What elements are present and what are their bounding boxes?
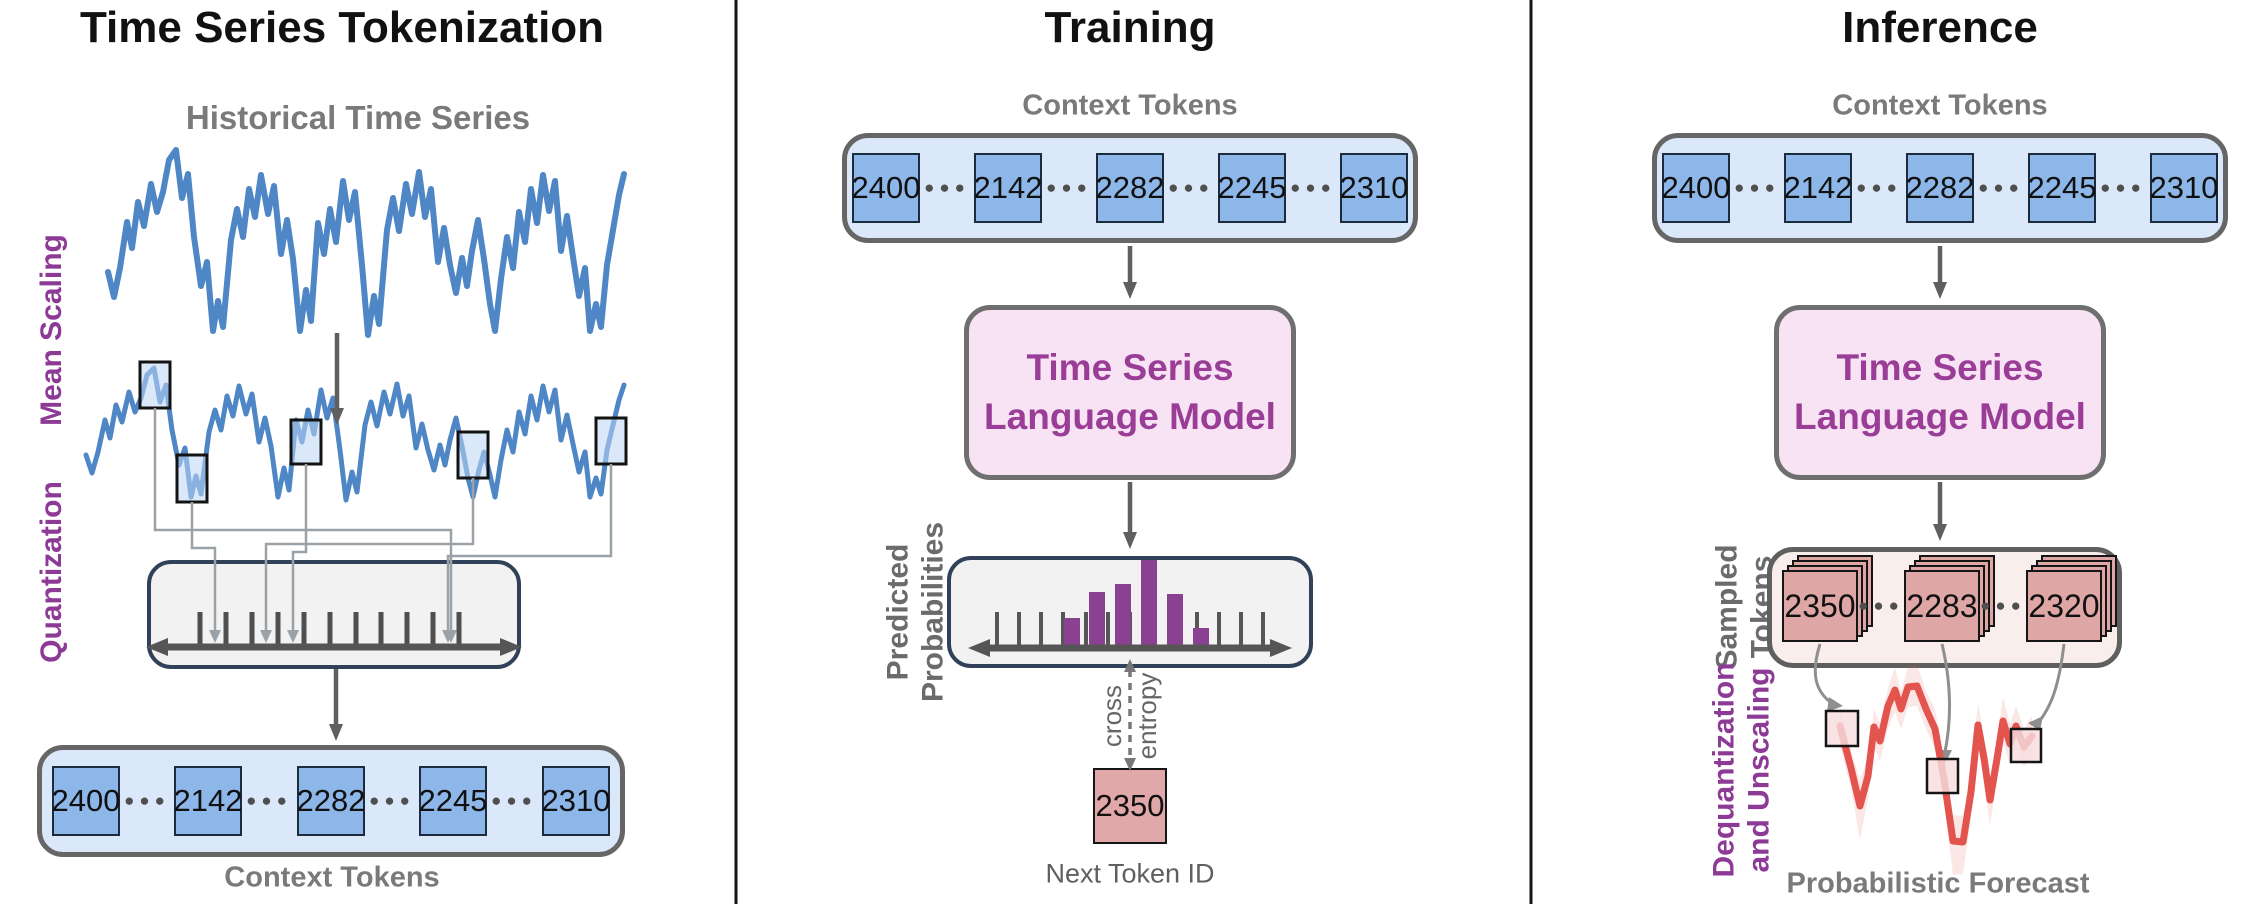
ellipsis-dots: ●●● [1290, 178, 1336, 197]
quantization-box [147, 560, 521, 669]
context-tokens-label-training: Context Tokens [1022, 89, 1238, 122]
context-tokens-label-left: Context Tokens [224, 861, 440, 894]
ellipsis-dots: ●●● [1734, 178, 1780, 197]
panel-title-training: Training [1044, 3, 1216, 52]
context-token: 2400 [852, 153, 920, 223]
context-token: 2245 [419, 766, 487, 836]
panel-title-tokenization: Time Series Tokenization [79, 3, 605, 52]
ellipsis-dots: ●●● [1856, 178, 1902, 197]
cross-entropy-label: cross entropy [1096, 672, 1162, 760]
next-token-id-box: 2350 [1093, 768, 1167, 844]
next-token-id-label: Next Token ID [1045, 858, 1215, 889]
ellipsis-dots: ●●● [491, 791, 537, 810]
context-token: 2310 [542, 766, 610, 836]
ellipsis-dots: ●●● [1980, 596, 2026, 615]
mean-scaling-label: Mean Scaling [34, 234, 68, 426]
context-token: 2282 [1096, 153, 1164, 223]
ellipsis-dots: ●●● [2100, 178, 2146, 197]
sampled-token: 2320 [2026, 570, 2102, 642]
context-token: 2142 [974, 153, 1042, 223]
ellipsis-dots: ●●● [369, 791, 415, 810]
sampled-token: 2283 [1904, 570, 1980, 642]
context-token: 2282 [297, 766, 365, 836]
context-token: 2245 [1218, 153, 1286, 223]
forecast-uncertainty-band [1840, 664, 2032, 875]
context-token: 2245 [2028, 153, 2096, 223]
ellipsis-dots: ●●● [1046, 178, 1092, 197]
context-token: 2142 [174, 766, 242, 836]
ellipsis-dots: ●●● [124, 791, 170, 810]
context-token: 2310 [2150, 153, 2218, 223]
context-token: 2142 [1784, 153, 1852, 223]
context-tokens-container-left [37, 745, 625, 857]
probabilistic-forecast-label: Probabilistic Forecast [1786, 867, 2090, 900]
context-token: 2282 [1906, 153, 1974, 223]
historical-series-label: Historical Time Series [185, 99, 531, 136]
context-token: 2400 [52, 766, 120, 836]
ellipsis-dots: ●●● [924, 178, 970, 197]
ellipsis-dots: ●●● [1168, 178, 1214, 197]
predicted-probabilities-label: Predicted Probabilities [881, 521, 950, 703]
dequantization-label: Dequantization and Unscaling [1707, 662, 1776, 878]
scaled-time-series-line [83, 365, 627, 503]
sampled-token: 2350 [1782, 570, 1858, 642]
predicted-probabilities-box [947, 556, 1313, 668]
forecast-sample-boxes [1824, 709, 2043, 795]
sampled-point-boxes [138, 360, 628, 504]
context-token: 2400 [1662, 153, 1730, 223]
panel-title-inference: Inference [1842, 3, 2038, 52]
context-token: 2310 [1340, 153, 1408, 223]
quantization-label: Quantization [34, 481, 68, 663]
historical-time-series-line [105, 147, 627, 338]
ellipsis-dots: ●●● [1978, 178, 2024, 197]
sampled-token-stack: 2320 [2026, 555, 2121, 660]
ellipsis-dots: ●●● [246, 791, 292, 810]
time-series-language-model-box-training: Time Series Language Model [964, 305, 1296, 480]
probabilistic-forecast-line [1836, 682, 2036, 846]
dequantization-arrowheads [1827, 697, 2043, 764]
context-tokens-label-inference: Context Tokens [1832, 89, 2048, 122]
ellipsis-dots: ●●● [1858, 596, 1904, 615]
time-series-language-model-box-inference: Time Series Language Model [1774, 305, 2106, 480]
